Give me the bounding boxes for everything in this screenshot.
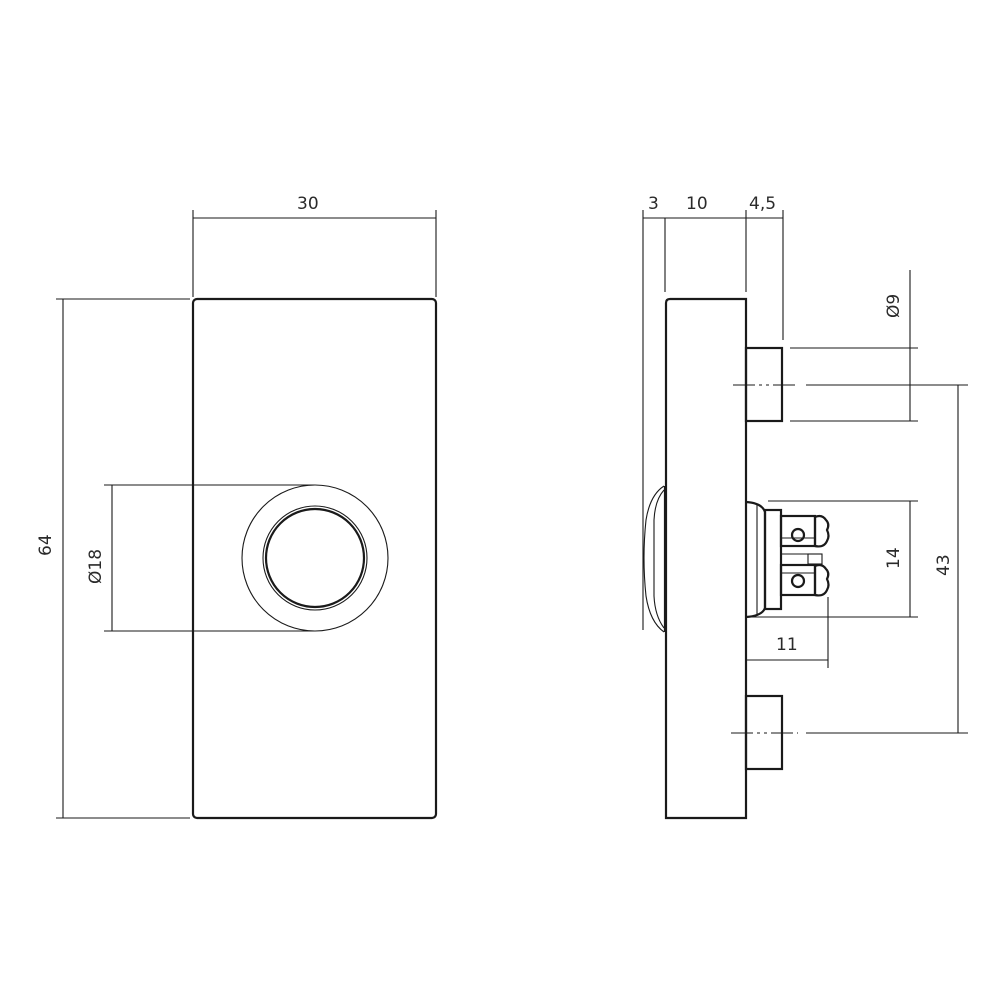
width-label: 30 <box>297 194 319 214</box>
plate-thickness-label: 10 <box>686 194 708 214</box>
button-diameter-label: Ø18 <box>86 548 106 584</box>
peg-diameter-label: Ø9 <box>884 293 904 318</box>
peg-spacing-label: 43 <box>934 554 954 576</box>
button-depth-label: 3 <box>648 194 659 214</box>
peg-length-label: 4,5 <box>749 194 777 214</box>
button-inner-ring <box>264 507 366 609</box>
front-view <box>56 210 438 820</box>
button-outer-ring <box>262 505 368 611</box>
terminal-depth-label: 11 <box>776 635 798 655</box>
button-bezel-ring <box>241 484 389 632</box>
side-view <box>642 210 968 820</box>
side-plate-outline <box>664 297 748 820</box>
height-label: 64 <box>36 534 56 556</box>
front-plate-outline <box>191 297 438 820</box>
switch-terminal-block <box>745 500 830 619</box>
button-dome-inner <box>653 489 665 629</box>
terminal-height-label: 14 <box>884 547 904 569</box>
button-dome-outer <box>643 485 665 633</box>
